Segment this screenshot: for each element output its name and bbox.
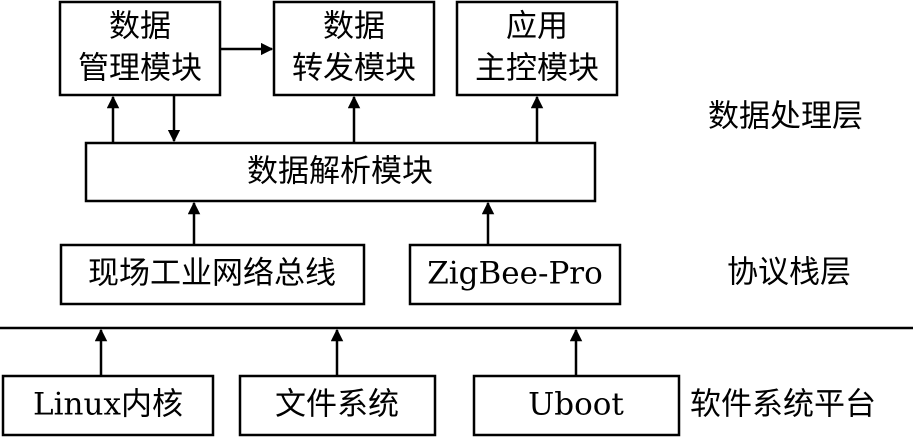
uboot-label: Uboot: [528, 387, 624, 423]
fieldbus-module: 现场工业网络总线: [59, 243, 366, 306]
uboot-module: Uboot: [472, 374, 681, 437]
filesystem-label: 文件系统: [275, 387, 399, 423]
data-management-line2: 管理模块: [78, 51, 202, 87]
app-control-module: 应用 主控模块: [455, 0, 619, 97]
fieldbus-label: 现场工业网络总线: [88, 256, 336, 292]
data-parsing-module: 数据解析模块: [84, 141, 597, 203]
data-forwarding-module: 数据 转发模块: [272, 0, 436, 97]
data-forwarding-line2: 转发模块: [292, 51, 416, 87]
layer-label-protocol-stack: 协议栈层: [727, 255, 851, 291]
zigbee-label: ZigBee-Pro: [427, 256, 603, 292]
linux-kernel-label: Linux内核: [33, 387, 183, 423]
data-forwarding-line1: 数据: [323, 9, 385, 45]
data-parsing-label: 数据解析模块: [247, 154, 433, 190]
app-control-line1: 应用: [506, 9, 568, 45]
linux-kernel-module: Linux内核: [1, 374, 215, 437]
filesystem-module: 文件系统: [238, 374, 437, 437]
data-management-module: 数据 管理模块: [58, 0, 222, 97]
app-control-line2: 主控模块: [475, 51, 599, 87]
layer-label-software-platform: 软件系统平台: [690, 387, 876, 423]
layer-label-data-processing: 数据处理层: [708, 99, 863, 135]
zigbee-module: ZigBee-Pro: [408, 243, 622, 306]
data-management-line1: 数据: [109, 9, 171, 45]
